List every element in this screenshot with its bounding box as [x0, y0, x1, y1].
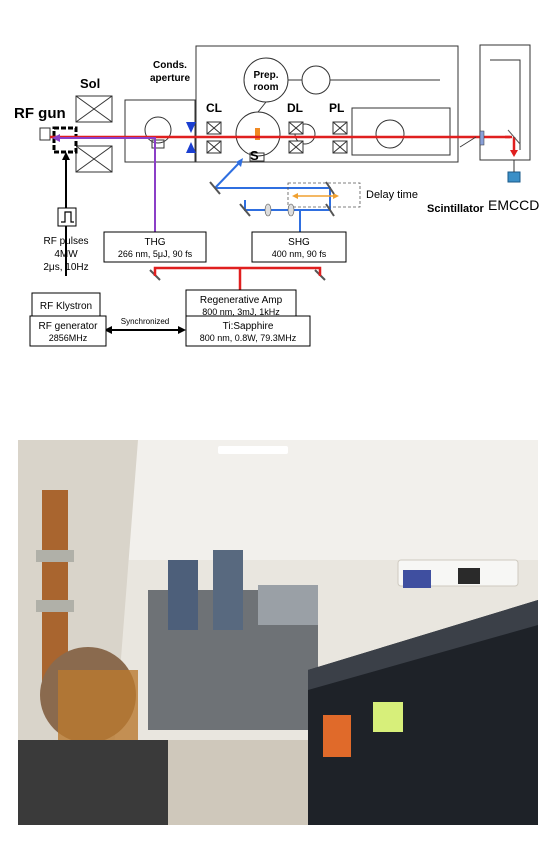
- sample-icon: [255, 128, 260, 140]
- chamber-outline: [39, 44, 531, 163]
- box-regen: Regenerative Amp 800 nm, 3mJ, 1kHz: [185, 289, 297, 321]
- pulse-box: [57, 207, 77, 227]
- thg-title: THG: [144, 237, 165, 248]
- shg-title: SHG: [288, 237, 310, 248]
- shg-detail: 400 nm, 90 fs: [272, 249, 327, 259]
- rf-gun-icon: [52, 126, 78, 154]
- rfgen-detail: 2856MHz: [49, 333, 88, 343]
- uv-beam: [55, 137, 156, 232]
- lab-photo: [18, 440, 538, 825]
- delay-stage: [287, 182, 361, 208]
- label-prep-1: Prep.: [253, 70, 278, 81]
- aperture-icon: [186, 122, 196, 153]
- klystron-title: RF Klystron: [40, 301, 92, 312]
- tisapph-title: Ti:Sapphire: [223, 321, 274, 332]
- tisapph-detail: 800 nm, 0.8W, 79.3MHz: [200, 333, 297, 343]
- label-cl: CL: [206, 101, 222, 115]
- emccd-camera-icon: [507, 171, 521, 183]
- rfgen-title: RF generator: [39, 321, 99, 332]
- label-prep-2: room: [254, 82, 279, 93]
- box-thg: THG 266 nm, 5μJ, 90 fs: [103, 231, 207, 263]
- sync-arrow-left: [104, 326, 112, 334]
- regen-title: Regenerative Amp: [200, 295, 283, 306]
- label-rf-gun: RF gun: [14, 105, 66, 122]
- box-klystron: RF Klystron: [31, 292, 101, 318]
- box-shg: SHG 400 nm, 90 fs: [251, 231, 347, 263]
- label-scintillator: Scintillator: [427, 203, 485, 215]
- coils: [75, 95, 348, 173]
- label-emccd: EMCCD: [488, 197, 539, 213]
- laptop: [403, 570, 431, 588]
- label-s: S: [250, 148, 259, 163]
- setup-diagram: THG 266 nm, 5μJ, 90 fs SHG 400 nm, 90 fs…: [14, 44, 539, 347]
- label-rf-pulses-2: 4MW: [54, 249, 78, 260]
- label-rf-pulses-1: RF pulses: [43, 236, 88, 247]
- sync-arrow-right: [178, 326, 186, 334]
- label-conds-2: aperture: [150, 73, 190, 84]
- rf-arrow-head: [62, 152, 70, 160]
- label-sol: Sol: [80, 76, 100, 91]
- thg-detail: 266 nm, 5μJ, 90 fs: [118, 249, 193, 259]
- scintillator-leader: [459, 136, 477, 148]
- label-rf-pulses-3: 2μs, 10Hz: [43, 262, 88, 273]
- ceiling-light: [218, 446, 288, 454]
- label-pl: PL: [329, 101, 344, 115]
- label-delay-time: Delay time: [366, 189, 418, 201]
- label-dl: DL: [287, 101, 303, 115]
- blue-beam: [214, 161, 331, 235]
- box-rfgen: RF generator 2856MHz: [29, 315, 107, 347]
- regen-detail: 800 nm, 3mJ, 1kHz: [202, 307, 280, 317]
- blue-arrow-head: [236, 158, 243, 167]
- lenses: [264, 203, 295, 217]
- label-conds-1: Conds.: [153, 60, 187, 71]
- pulse-icon: [61, 211, 74, 223]
- uv-arrow-head: [52, 134, 60, 142]
- box-tisapph: Ti:Sapphire 800 nm, 0.8W, 79.3MHz: [185, 315, 311, 347]
- label-synchronized: Synchronized: [121, 317, 169, 326]
